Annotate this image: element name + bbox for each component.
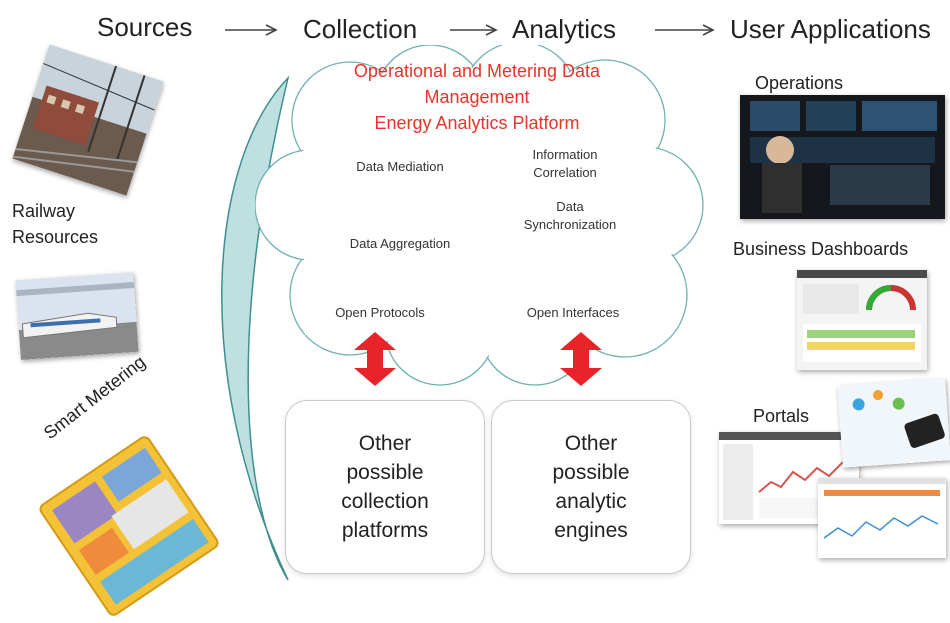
gateway-shape — [221, 75, 290, 581]
gateway-label: Gateway — [186, 236, 207, 318]
open-protocols-box: Open Protocols — [335, 305, 425, 320]
arrow-head-icon — [702, 24, 715, 36]
stage-collection: Collection — [303, 14, 418, 44]
portal-screenshot-2 — [818, 478, 946, 558]
railway-resources-label: Railway Resources — [12, 201, 99, 247]
other-collection-platforms-box: Other possible collection platforms — [285, 400, 485, 574]
operations-label: Operations — [755, 73, 844, 93]
stage-analytics: Analytics — [512, 14, 617, 44]
train-photo — [15, 271, 139, 361]
business-dashboards-label: Business Dashboards — [733, 239, 909, 259]
open-interfaces-box: Open Interfaces — [526, 305, 620, 320]
cloud-title: Operational and Metering Data Management… — [312, 58, 642, 136]
other-analytic-engines-box: Other possible analytic engines — [491, 400, 691, 574]
stage-user-applications: User Applications — [730, 14, 931, 44]
data-synchronization-box: Data Synchronization — [523, 199, 617, 232]
data-aggregation-box: Data Aggregation — [349, 236, 451, 251]
collection-double-arrow-icon — [354, 332, 396, 386]
arrow-head-icon — [485, 24, 498, 36]
cloud-title-line3: Energy Analytics Platform — [374, 113, 580, 133]
portals-label: Portals — [753, 406, 810, 426]
analytics-double-arrow-icon — [560, 332, 602, 386]
smart-metering-label: Smart Metering — [39, 351, 150, 444]
stage-arrows — [225, 24, 715, 36]
cloud-title-line1: Operational and Metering Data — [353, 61, 601, 81]
smart-metering-board-image — [33, 429, 226, 622]
platform-cloud — [255, 45, 704, 386]
cloud-title-line2: Management — [424, 87, 530, 107]
railway-station-photo — [12, 44, 164, 196]
data-mediation-box: Data Mediation — [356, 159, 444, 174]
business-dashboard-screenshot — [797, 270, 927, 370]
operations-control-room-photo — [740, 95, 945, 219]
arrow-head-icon — [265, 24, 278, 36]
portal-phone-image — [837, 378, 950, 468]
stage-sources: Sources — [97, 12, 193, 42]
information-correlation-box: Information Correlation — [532, 147, 598, 180]
